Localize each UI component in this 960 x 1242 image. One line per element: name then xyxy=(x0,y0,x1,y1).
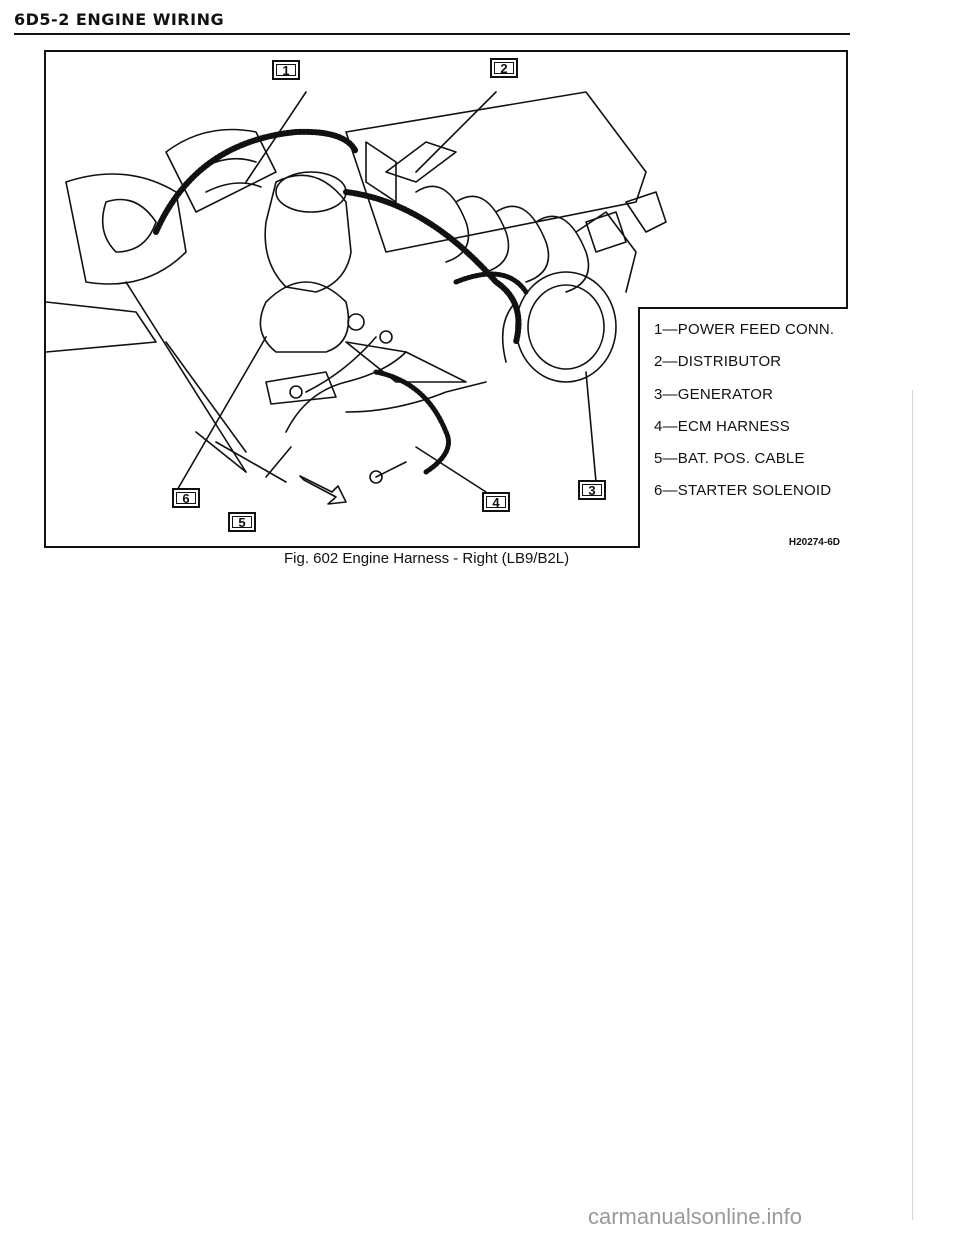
callout-5: 5 xyxy=(228,512,256,532)
figure-code: H20274-6D xyxy=(788,537,840,548)
legend-item: 6—STARTER SOLENOID xyxy=(654,482,832,499)
callout-6: 6 xyxy=(172,488,200,508)
legend-item: 5—BAT. POS. CABLE xyxy=(654,450,805,467)
engine-harness-figure: 1 2 3 4 5 6 1—POWER FEED CONN. 2—DISTRIB… xyxy=(44,50,848,548)
callout-3: 3 xyxy=(578,480,606,500)
header-rule xyxy=(14,33,850,35)
watermark: carmanualsonline.info xyxy=(588,1204,803,1229)
legend-item: 1—POWER FEED CONN. xyxy=(654,321,835,338)
callout-2: 2 xyxy=(490,58,518,78)
legend-item: 3—GENERATOR xyxy=(654,386,774,403)
page-header: 6D5-2 ENGINE WIRING xyxy=(14,10,225,29)
engine-illustration xyxy=(46,91,667,505)
figure-legend: 1—POWER FEED CONN. 2—DISTRIBUTOR 3—GENER… xyxy=(638,307,848,548)
legend-item: 4—ECM HARNESS xyxy=(654,418,790,435)
figure-caption: Fig. 602 Engine Harness - Right (LB9/B2L… xyxy=(284,550,570,567)
scan-edge-line xyxy=(912,390,913,1220)
callout-1: 1 xyxy=(272,60,300,80)
legend-item: 2—DISTRIBUTOR xyxy=(654,353,782,370)
callout-4: 4 xyxy=(482,492,510,512)
